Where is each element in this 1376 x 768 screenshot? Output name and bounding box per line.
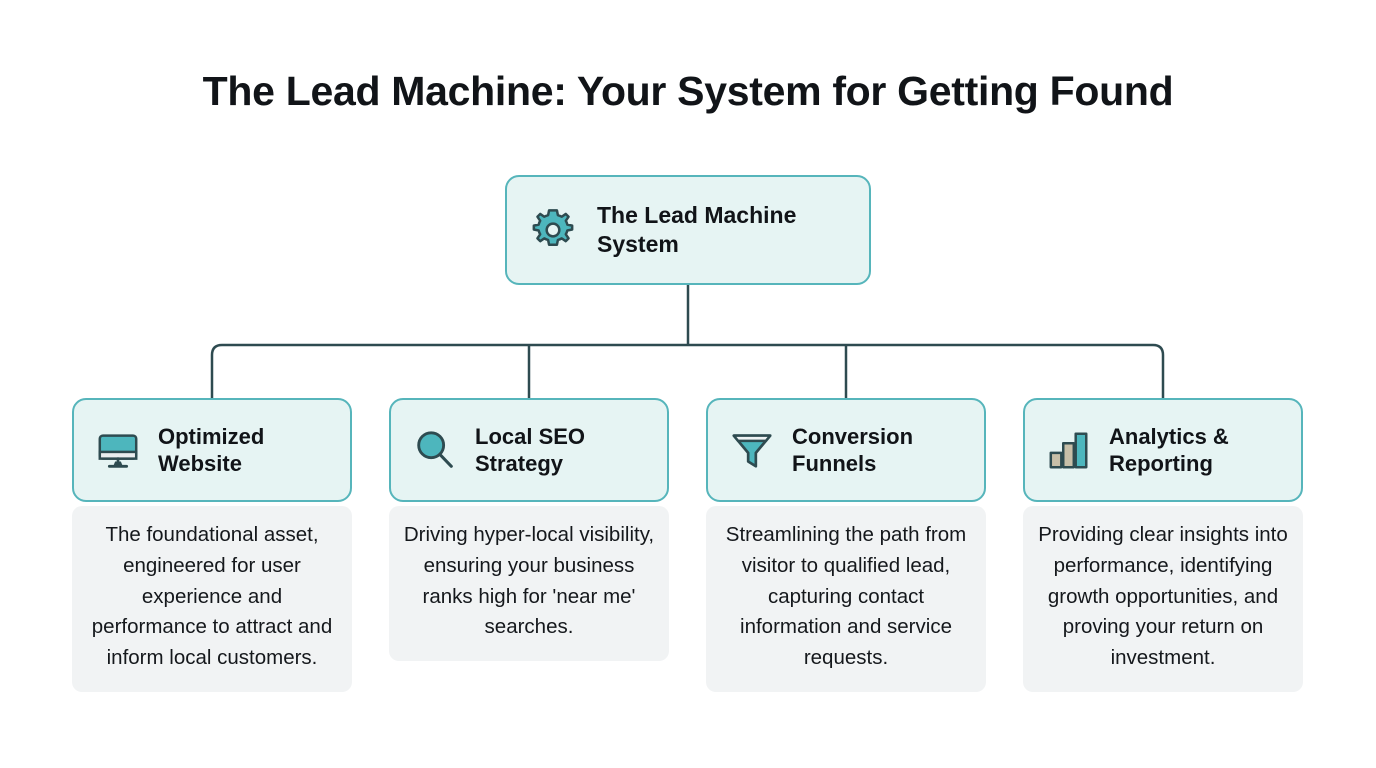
branch-description: Driving hyper-local visibility, ensuring… bbox=[389, 506, 669, 661]
gear-icon bbox=[529, 206, 577, 254]
branch-column-analytics-reporting: Analytics & Reporting Providing clear in… bbox=[1023, 398, 1303, 692]
branch-column-optimized-website: Optimized Website The foundational asset… bbox=[72, 398, 352, 692]
branch-title: Conversion Funnels bbox=[792, 423, 914, 477]
page-title: The Lead Machine: Your System for Gettin… bbox=[202, 68, 1174, 114]
branch-node-analytics-reporting[interactable]: Analytics & Reporting bbox=[1023, 398, 1303, 502]
branch-node-optimized-website[interactable]: Optimized Website bbox=[72, 398, 352, 502]
branch-node-conversion-funnels[interactable]: Conversion Funnels bbox=[706, 398, 986, 502]
branch-description: The foundational asset, engineered for u… bbox=[72, 506, 352, 692]
branch-title: Local SEO Strategy bbox=[475, 423, 586, 477]
bar-chart-icon bbox=[1045, 426, 1093, 474]
desktop-monitor-icon bbox=[94, 426, 142, 474]
root-node[interactable]: The Lead Machine System bbox=[505, 175, 871, 285]
branch-column-local-seo-strategy: Local SEO Strategy Driving hyper-local v… bbox=[389, 398, 669, 661]
branch-description: Streamlining the path from visitor to qu… bbox=[706, 506, 986, 692]
root-node-label: The Lead Machine System bbox=[597, 201, 797, 257]
funnel-icon bbox=[728, 426, 776, 474]
magnifying-glass-icon bbox=[411, 426, 459, 474]
branch-node-local-seo-strategy[interactable]: Local SEO Strategy bbox=[389, 398, 669, 502]
branch-title: Analytics & Reporting bbox=[1109, 423, 1229, 477]
branch-description: Providing clear insights into performanc… bbox=[1023, 506, 1303, 692]
branch-column-conversion-funnels: Conversion Funnels Streamlining the path… bbox=[706, 398, 986, 692]
branch-title: Optimized Website bbox=[158, 423, 265, 477]
